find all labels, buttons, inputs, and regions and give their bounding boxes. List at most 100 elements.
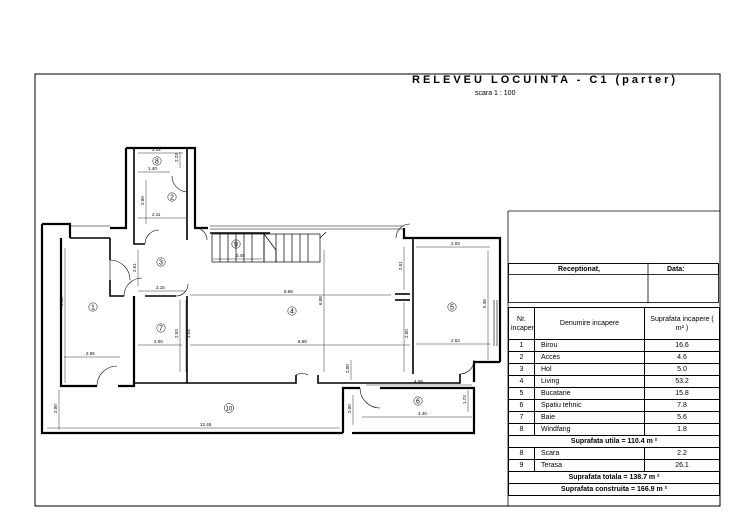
cell-name: Living: [534, 375, 645, 388]
dim-label: 2.00: [140, 196, 145, 205]
cell-area: 53.2: [644, 375, 720, 388]
cell-area: 16.6: [644, 339, 720, 352]
total-area: Suprafata totala = 138.7 m ²: [508, 471, 720, 484]
room-number: 3: [159, 260, 163, 267]
room-number: 2: [170, 195, 174, 202]
room-number: 7: [159, 326, 163, 333]
room-number: 8: [155, 159, 159, 166]
dim-label: 2.50: [404, 329, 409, 338]
dim-label: 2.15: [156, 285, 165, 290]
room-number: 4: [290, 309, 294, 316]
dim-label: 2.00: [345, 364, 350, 373]
col-header-area: Suprafata incapere ( m² ): [644, 307, 720, 340]
room-number: 6: [416, 399, 420, 406]
cell-name: Hol: [534, 363, 645, 376]
dim-label: 4.58: [414, 379, 423, 384]
staircase: [211, 233, 321, 263]
room-number: 9: [234, 242, 238, 249]
dim-label: 2.51: [132, 263, 137, 272]
dim-label: 2.11: [152, 212, 161, 217]
dim-label: 8.68: [298, 339, 307, 344]
cell-nr: 5: [508, 387, 535, 400]
cell-name: Bucatarie: [534, 387, 645, 400]
cell-area: 2.2: [644, 447, 720, 460]
built-total-row: Suprafata construita = 166.9 m ²: [508, 483, 720, 496]
dim-label: 2.03: [451, 241, 460, 246]
cell-nr: 9: [508, 459, 535, 472]
drawing-title: RELEVEU LOCUINTA - C1 (parter): [412, 74, 679, 86]
cell-area: 5.6: [644, 411, 720, 424]
room-number: 5: [450, 305, 454, 312]
date-label: Data:: [667, 266, 685, 273]
dim-label: 2.51: [398, 261, 403, 270]
cell-name: Scara: [534, 447, 645, 460]
received-label: Receptionat,: [558, 266, 601, 273]
dim-label: 2.65: [86, 351, 95, 356]
dim-label: 2.00: [347, 404, 352, 413]
cell-area: 4.6: [644, 351, 720, 364]
cell-nr: 3: [508, 363, 535, 376]
cell-area: 5.0: [644, 363, 720, 376]
cell-name: Birou: [534, 339, 645, 352]
dim-label: 2.53: [451, 338, 460, 343]
cell-name: Terasa: [534, 459, 645, 472]
dim-label: 6.08: [318, 296, 323, 305]
table-header-row: Nr. incapere Denumire incapere Suprafata…: [508, 307, 720, 340]
cell-nr: 1: [508, 339, 535, 352]
cell-area: 7.8: [644, 399, 720, 412]
useful-total-row: Suprafata utila = 110.4 m ²: [508, 435, 720, 448]
dim-label: 2.00: [154, 339, 163, 344]
dim-label: 2.23: [174, 153, 179, 162]
cell-area: 15.8: [644, 387, 720, 400]
room-number: 1: [91, 305, 95, 312]
dim-label: 2.40: [236, 253, 245, 258]
dimension-lines: [47, 152, 490, 430]
col-header-nr: Nr. incapere: [508, 307, 535, 340]
total-row: Suprafata totala = 138.7 m ²: [508, 471, 720, 484]
cell-area: 1.8: [644, 423, 720, 436]
dim-label: 2.53: [174, 329, 179, 338]
dim-label: 5.43: [59, 297, 64, 306]
cell-nr: 8: [508, 447, 535, 460]
room-markers: 1 2 3 4 5 6 7 8 9 10: [88, 156, 457, 413]
dim-label: 3.54: [186, 329, 191, 338]
cell-name: Windfang: [534, 423, 645, 436]
sheet-border: [34, 73, 721, 507]
room-number: 10: [226, 407, 233, 413]
useful-area-total: Suprafata utila = 110.4 m ²: [508, 435, 720, 448]
cell-area: 26.1: [644, 459, 720, 472]
dim-label: 8.68: [284, 289, 293, 294]
cell-nr: 6: [508, 399, 535, 412]
rooms-table: Nr. incapere Denumire incapere Suprafata…: [508, 307, 720, 496]
dim-label: 2.00: [53, 404, 58, 413]
dim-label: 4.40: [418, 411, 427, 416]
cell-nr: 7: [508, 411, 535, 424]
door-swings: [96, 175, 475, 409]
cell-name: Baie: [534, 411, 645, 424]
built-area-total: Suprafata construita = 166.9 m ²: [508, 483, 720, 496]
stamp-grid: [508, 263, 719, 303]
dim-label: 1.40: [148, 166, 157, 171]
interior-walls: [69, 148, 461, 384]
cell-nr: 8: [508, 423, 535, 436]
exterior-walls: [40, 146, 502, 435]
col-header-name: Denumire incapere: [534, 307, 645, 340]
windows: [70, 225, 498, 346]
dim-label: 12.45: [200, 422, 212, 427]
drawing-scale: scara 1 : 100: [475, 90, 516, 97]
cell-nr: 4: [508, 375, 535, 388]
dim-label: 1.73: [462, 395, 467, 404]
dimension-labels: 2.12 1.40 2.23 2.00 2.11 2.15 2.51 2.40 …: [53, 147, 487, 427]
